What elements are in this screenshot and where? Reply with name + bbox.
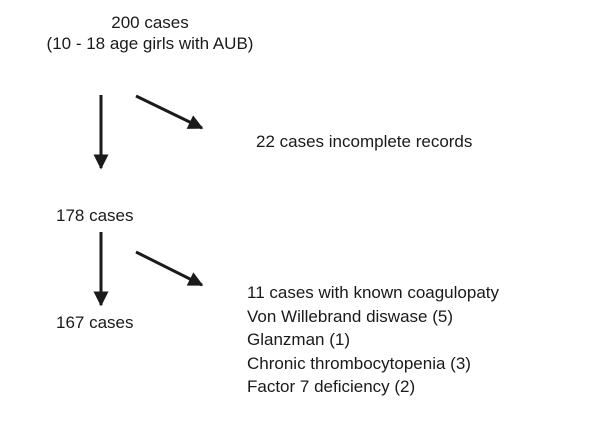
arrow-middle-to-excluded-2 xyxy=(135,250,204,287)
start-count: 200 cases xyxy=(111,13,189,32)
coagulopathy-item: Von Willebrand diswase (5) xyxy=(247,306,453,326)
arrow-start-to-excluded-1 xyxy=(135,94,204,130)
start-node: 200 cases (10 - 18 age girls with AUB) xyxy=(0,12,300,54)
start-criteria: (10 - 18 age girls with AUB) xyxy=(46,34,254,53)
coagulopathy-item: Factor 7 deficiency (2) xyxy=(247,377,416,396)
final-node: 167 cases xyxy=(56,313,134,332)
coagulopathy-item: Chronic thrombocytopenia (3) xyxy=(247,353,471,373)
coagulopathy-heading: 11 cases with known coagulopaty xyxy=(247,283,500,302)
excluded-coagulopathy-node: 11 cases with known coagulopaty Von Will… xyxy=(247,281,499,399)
middle-node: 178 cases xyxy=(56,206,134,225)
coagulopathy-item: Glanzman (1) xyxy=(247,330,350,349)
excluded-incomplete-node: 22 cases incomplete records xyxy=(256,132,473,151)
